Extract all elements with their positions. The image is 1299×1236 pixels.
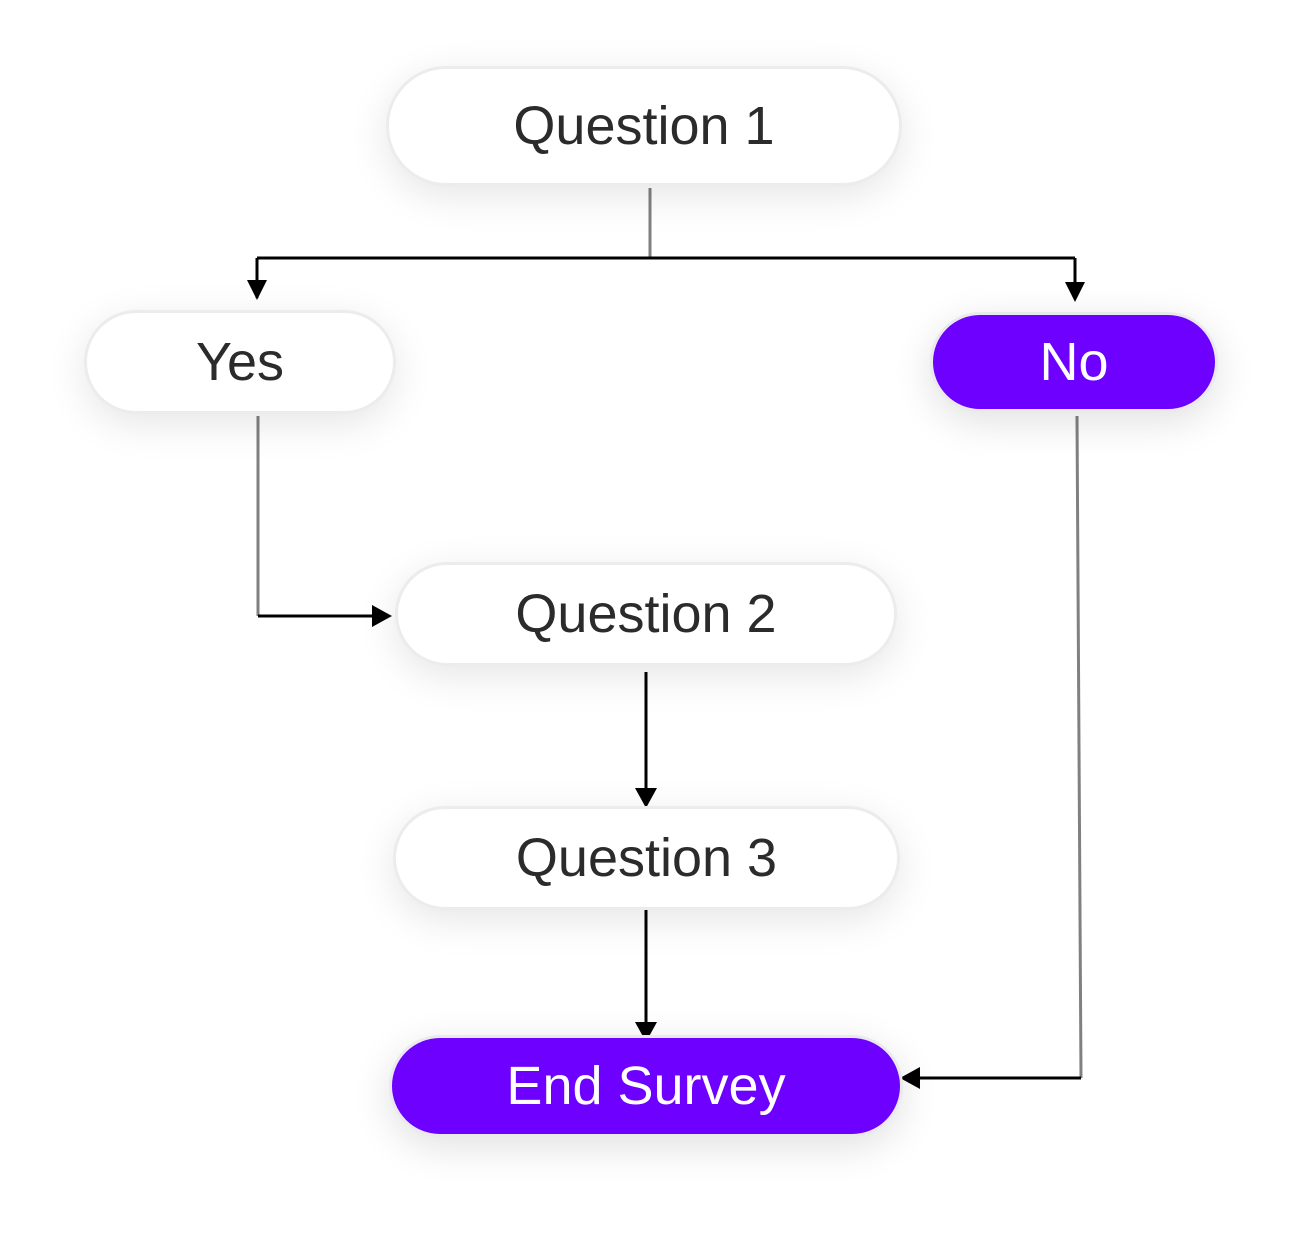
node-question-3: Question 3 — [393, 806, 900, 910]
node-no: No — [930, 312, 1218, 412]
node-question-3-label: Question 3 — [515, 828, 778, 888]
node-question-2: Question 2 — [395, 562, 897, 666]
node-no-label: No — [1039, 332, 1109, 392]
node-yes-label: Yes — [195, 332, 285, 392]
node-question-2-label: Question 2 — [515, 584, 777, 644]
node-yes: Yes — [84, 310, 396, 414]
connector-no-down — [1075, 415, 1083, 1079]
node-end-survey-label: End Survey — [506, 1056, 786, 1116]
arrowhead-no — [1065, 282, 1085, 302]
arrowhead-end-right — [900, 1067, 920, 1089]
arrowhead-q3 — [635, 788, 657, 808]
node-end-survey: End Survey — [389, 1035, 903, 1137]
node-question-1: Question 1 — [386, 66, 902, 186]
node-question-1-label: Question 1 — [513, 96, 775, 156]
arrowhead-end-top — [635, 1022, 657, 1042]
arrowhead-yes — [247, 280, 267, 300]
arrowhead-q2 — [372, 605, 392, 627]
